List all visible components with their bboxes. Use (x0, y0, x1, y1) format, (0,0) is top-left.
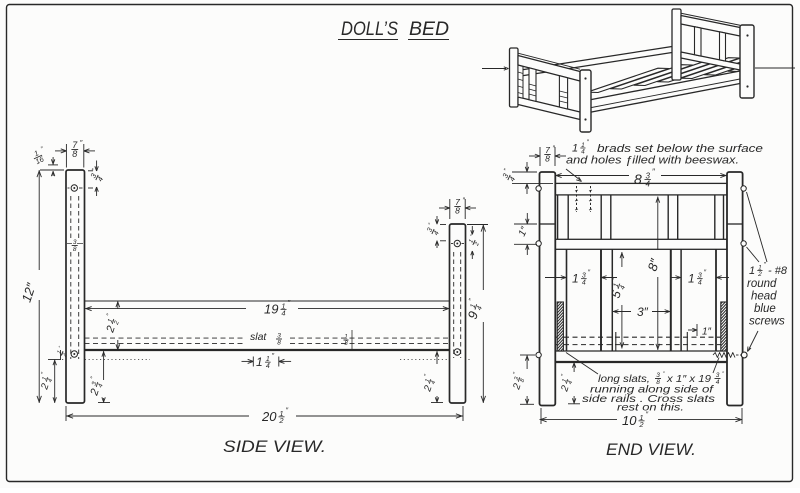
svg-text:screws: screws (749, 316, 785, 328)
svg-text:SIDE VIEW.: SIDE VIEW. (223, 437, 326, 456)
svg-text:1: 1 (256, 355, 263, 369)
svg-text:- #8: - #8 (768, 265, 788, 277)
svg-text:8: 8 (455, 205, 460, 215)
svg-text:″: ″ (646, 409, 649, 418)
svg-text:rest on this.: rest on this. (617, 402, 684, 414)
svg-text:2: 2 (278, 416, 284, 425)
svg-text:1: 1 (572, 272, 579, 286)
svg-text:2: 2 (757, 271, 762, 278)
svg-text:4: 4 (698, 280, 702, 287)
svg-text:1: 1 (688, 272, 695, 286)
svg-text:4: 4 (645, 179, 650, 188)
svg-text:4: 4 (266, 363, 270, 370)
svg-text:1: 1 (344, 335, 347, 341)
svg-text:20: 20 (261, 409, 277, 424)
svg-text:blue: blue (754, 303, 776, 315)
svg-text:1: 1 (572, 143, 578, 155)
svg-text:2: 2 (638, 420, 644, 429)
svg-text:and holes ƒilled with beeswax.: and holes ƒilled with beeswax. (566, 155, 739, 167)
svg-text:″: ″ (286, 405, 289, 414)
svg-text:1: 1 (749, 265, 755, 277)
svg-text:4: 4 (582, 280, 586, 287)
svg-text:8: 8 (277, 339, 281, 346)
svg-text:10: 10 (622, 413, 637, 428)
svg-text:slat: slat (250, 331, 267, 343)
svg-text:3″: 3″ (637, 305, 649, 319)
svg-text:″: ″ (288, 298, 291, 307)
svg-text:BED: BED (409, 19, 449, 40)
svg-text:19: 19 (264, 302, 278, 317)
svg-text:8: 8 (545, 153, 550, 163)
svg-text:1: 1 (266, 356, 270, 363)
svg-text:4: 4 (716, 379, 720, 386)
svg-text:round: round (747, 278, 777, 290)
svg-text:3: 3 (582, 273, 586, 280)
svg-text:″: ″ (462, 195, 465, 204)
svg-text:head: head (751, 291, 777, 303)
svg-text:3: 3 (698, 273, 702, 280)
svg-text:brads set below the surface: brads set below the surface (597, 143, 763, 155)
svg-text:1″: 1″ (702, 327, 712, 338)
svg-text:″: ″ (80, 138, 83, 147)
svg-text:END VIEW.: END VIEW. (606, 440, 696, 459)
svg-text:8: 8 (72, 149, 77, 159)
svg-text:8: 8 (634, 171, 642, 187)
svg-text:″: ″ (552, 143, 555, 152)
svg-text:DOLL’S: DOLL’S (341, 19, 398, 40)
svg-text:8: 8 (73, 246, 77, 253)
svg-text:4: 4 (281, 309, 285, 318)
